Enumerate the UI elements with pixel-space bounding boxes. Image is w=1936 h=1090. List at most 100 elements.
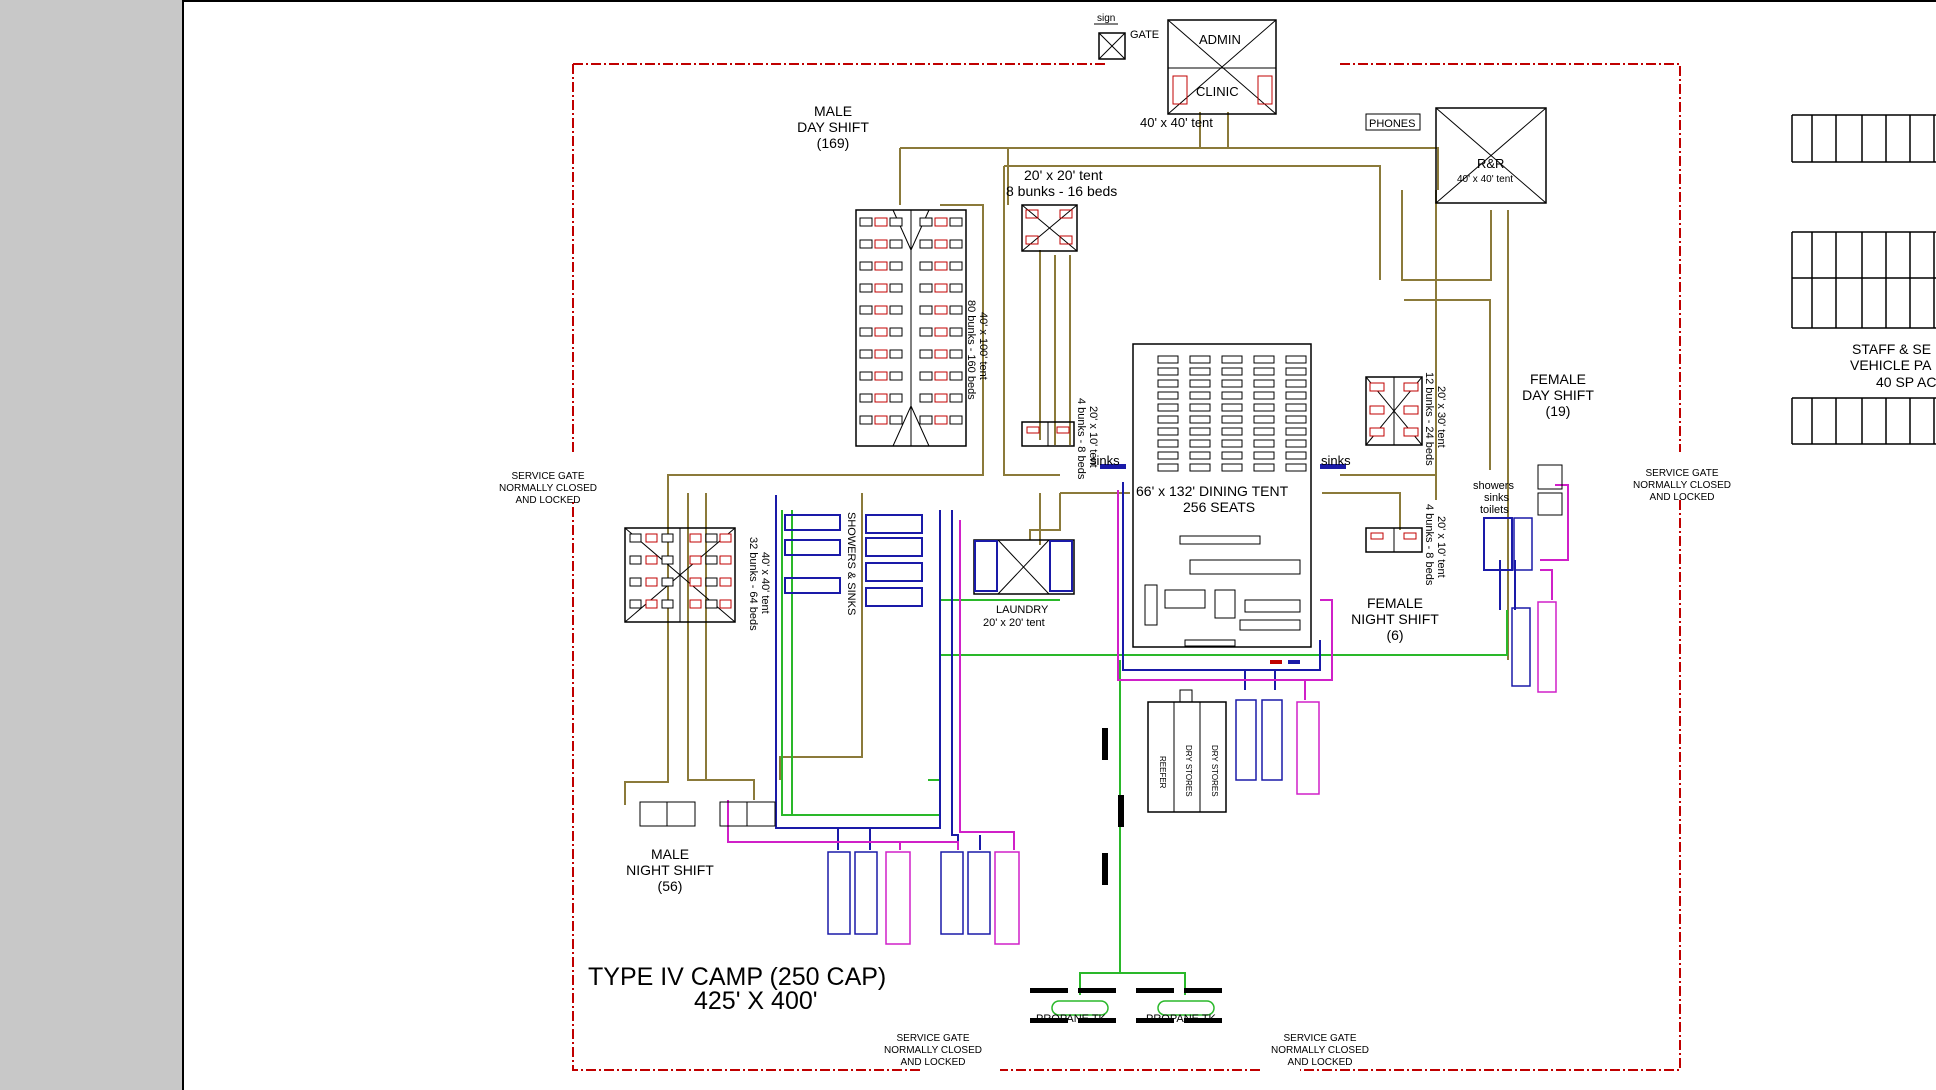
bunk [1157,439,1179,448]
bunk [1285,355,1307,364]
bunk [1253,367,1275,376]
small-tent-size: 20' x 20' tent [1024,167,1103,183]
camp-dimensions: 425' X 400' [694,987,818,1015]
bunk [889,217,903,227]
large-bunk-tent: 40' x 100' tent 80 bunks - 160 beds [855,209,989,447]
male-day-subtitle: DAY SHIFT [797,119,869,135]
bunk [949,239,963,249]
reefer-label: REEFER [1158,756,1167,789]
dining-tent-size: 66' x 132' DINING TENT [1136,483,1289,499]
bunk [1189,379,1211,388]
gate-label: GATE [1130,29,1159,41]
bunk [1221,415,1243,424]
bunk [889,283,903,293]
bunk [1221,391,1243,400]
bunk [874,327,888,337]
bunk [859,415,873,425]
female-day-count: (19) [1546,403,1571,419]
sinks-label: sinks [1484,492,1510,504]
bunk [859,217,873,227]
bunk [949,415,963,425]
bunk [874,239,888,249]
bunk [859,349,873,359]
service-gate-east-line3: AND LOCKED [1649,492,1714,503]
service-gate-east-line2: NORMALLY CLOSED [1633,480,1731,491]
bunk [1221,439,1243,448]
tent-40x40-bunks: 40' x 40' tent 32 bunks - 64 beds [624,527,771,631]
propane-1-label: PROPANE TK [1036,1013,1107,1025]
male-night-trailers [639,801,776,827]
phones: PHONES [1365,113,1421,131]
camp-title: TYPE IV CAMP (250 CAP) 425' X 400' [588,963,886,1015]
laundry-size: 20' x 20' tent [983,617,1045,629]
bunk [705,555,718,565]
bunk [1253,355,1275,364]
service-gate-south1-line1: SERVICE GATE [897,1033,970,1044]
service-gate-south1-line2: NORMALLY CLOSED [884,1045,982,1056]
bunk [1221,427,1243,436]
latrine-units [827,699,1320,945]
bunk [629,533,642,543]
tent-20x10-size: 20' x 10' tent [1087,406,1099,468]
rr-label: R&R [1477,156,1504,171]
bunk [1285,367,1307,376]
bunk [661,555,674,565]
water-lines [781,510,1508,995]
bunk [919,305,933,315]
bunk [949,393,963,403]
bunk [1189,403,1211,412]
bunk [949,371,963,381]
bunk [859,371,873,381]
bunk [1189,415,1211,424]
bunk [859,261,873,271]
bunk [1189,355,1211,364]
service-gate-east-line1: SERVICE GATE [1646,468,1719,479]
sinks-left-label: sinks [1090,453,1120,468]
bunk [1221,403,1243,412]
walkway-paths [624,112,1509,805]
bunk [889,393,903,403]
tent-20x30-bunks: 12 bunks - 24 beds [1423,372,1435,466]
bunk [874,415,888,425]
bunk [629,555,642,565]
bunk [1157,403,1179,412]
bunk [934,327,948,337]
male-day-count: (169) [817,135,850,151]
tent-20x30-size: 20' x 30' tent [1435,386,1447,448]
bunk [1221,367,1243,376]
tent-20x10-right: 20' x 10' tent 4 bunks - 8 beds [1365,504,1447,586]
bunk [889,305,903,315]
bunk [1285,427,1307,436]
showers-sinks-label: SHOWERS & SINKS [845,512,857,615]
bunk [1253,379,1275,388]
bunk [874,261,888,271]
bunk [1253,403,1275,412]
bunk [934,217,948,227]
female-night-title: FEMALE [1367,595,1423,611]
bunk [661,599,674,609]
showers-label: showers [1473,480,1514,492]
admin-tent-size: 40' x 40' tent [1140,115,1213,130]
bunk [1285,451,1307,460]
service-gate-south-1: SERVICE GATE NORMALLY CLOSED AND LOCKED [884,1033,982,1068]
bunk [689,577,702,587]
bunk [645,599,658,609]
bunk [1157,427,1179,436]
bunk [919,393,933,403]
female-night-shift: FEMALE NIGHT SHIFT (6) [1351,595,1439,643]
bunk [1189,427,1211,436]
bunk [1285,439,1307,448]
tent-40x40-size: 40' x 40' tent [759,552,771,614]
male-day-shift: MALE DAY SHIFT (169) [797,103,869,151]
male-day-title: MALE [814,103,852,119]
left-sidebar [0,0,184,1090]
bunk [889,349,903,359]
bunk [719,599,732,609]
bunk [874,371,888,381]
service-gate-south-2: SERVICE GATE NORMALLY CLOSED AND LOCKED [1271,1033,1369,1068]
bunk [859,239,873,249]
dining-tent: 66' x 132' DINING TENT 256 SEATS sinks s… [1090,343,1351,664]
bunk [859,393,873,403]
service-gate-west-line3: AND LOCKED [515,495,580,506]
